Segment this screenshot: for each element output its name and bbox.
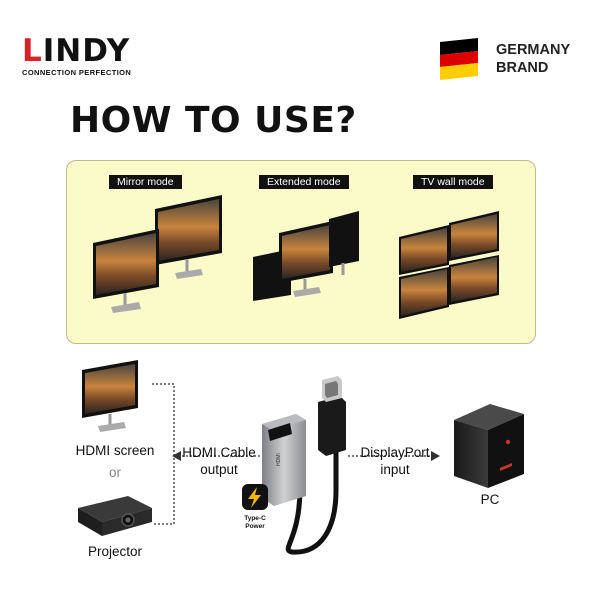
lightning-bolt-icon [242,484,268,510]
germany-brand-badge: GERMANY BRAND [440,38,590,80]
connection-diagram: HDMI Type-C Power [78,360,524,555]
power-label-line-1: Type-C [244,515,266,522]
lindy-logo: LINDY CONNECTION PERFECTION [22,36,162,80]
device-bracket [152,383,175,525]
projector-label: Projector [87,544,143,559]
logo-letter-l: L [22,33,43,69]
hdmi-screen-icon [82,360,138,432]
pc-label: PC [480,492,500,507]
display-modes-panel: Mirror mode Extended mode TV wall mode [66,160,536,344]
input-label-line-1: DisplayPort [360,445,430,460]
output-label-line-1: HDMI Cable [182,445,256,460]
page-title: HOW TO USE? [70,100,357,141]
hdmi-screen-label: HDMI screen [75,443,155,458]
tv-wall-grid [399,211,499,319]
or-label: or [108,465,121,480]
germany-flag-icon [440,38,478,80]
mirror-monitor-front [93,229,159,313]
brand-line-1: GERMANY [496,42,571,58]
input-label: DisplayPort input [348,444,442,478]
pc-tower-icon [454,404,524,488]
brand-line-2: BRAND [496,60,549,76]
mode-label-tv-wall: TV wall mode [413,175,493,189]
modes-illustration [93,195,499,319]
logo-letters: INDY [42,33,131,69]
extended-monitor-right [329,211,359,275]
adapter-icon: HDMI [262,376,346,555]
output-label-line-2: output [200,462,238,477]
input-label-line-2: input [380,462,410,477]
extended-monitor-middle [279,221,333,297]
mode-label-mirror: Mirror mode [109,175,182,189]
mirror-monitor-back [155,195,222,279]
adapter-marking: HDMI [276,453,282,466]
dotted-arrow-left-icon [172,451,262,461]
logo-tagline: CONNECTION PERFECTION [22,68,132,77]
power-label-line-2: Power [245,523,265,530]
output-label: HDMI Cable output [172,444,266,478]
projector-icon [78,496,152,536]
mode-label-extended: Extended mode [259,175,349,189]
dotted-arrow-right-icon [348,451,440,461]
logo-wordmark: LINDY [22,36,130,67]
brand-text: GERMANY BRAND [496,41,570,77]
